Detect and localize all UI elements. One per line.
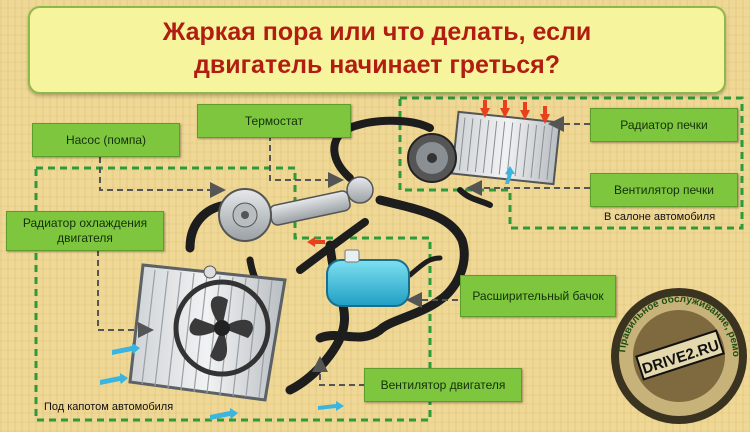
label-pump: Насос (помпа) [32, 123, 180, 157]
heater-radiator-graphic [450, 110, 562, 186]
heater-fan-graphic [407, 133, 457, 183]
zone-caption-underhood: Под капотом автомобиля [44, 401, 174, 413]
expansion-tank-graphic [326, 249, 410, 307]
label-thermostat: Термостат [197, 104, 351, 138]
label-engine-fan: Вентилятор двигателя [364, 368, 522, 402]
label-cooling-radiator: Радиатор охлаждения двигателя [6, 211, 164, 251]
water-pump-graphic [218, 188, 272, 242]
cold-air-arrows [100, 166, 515, 420]
zone-caption-cabin: В салоне автомобиля [604, 211, 716, 223]
label-heater-fan: Вентилятор печки [590, 173, 738, 207]
page-title-line-1: Жаркая пора или что делать, если [162, 18, 592, 46]
page-title-line-2: двигатель начинает греться? [194, 51, 560, 79]
leader-lines [97, 116, 590, 386]
thermostat-graphic [269, 176, 374, 226]
label-expansion-tank: Расширительный бачок [460, 275, 616, 317]
underhood-zone-outline [34, 166, 432, 422]
cabin-zone-outline [398, 96, 744, 230]
label-heater-radiator: Радиатор печки [590, 108, 738, 142]
engine-fan-graphic [173, 279, 271, 377]
title-banner: Жаркая пора или что делать, если двигате… [28, 6, 726, 94]
